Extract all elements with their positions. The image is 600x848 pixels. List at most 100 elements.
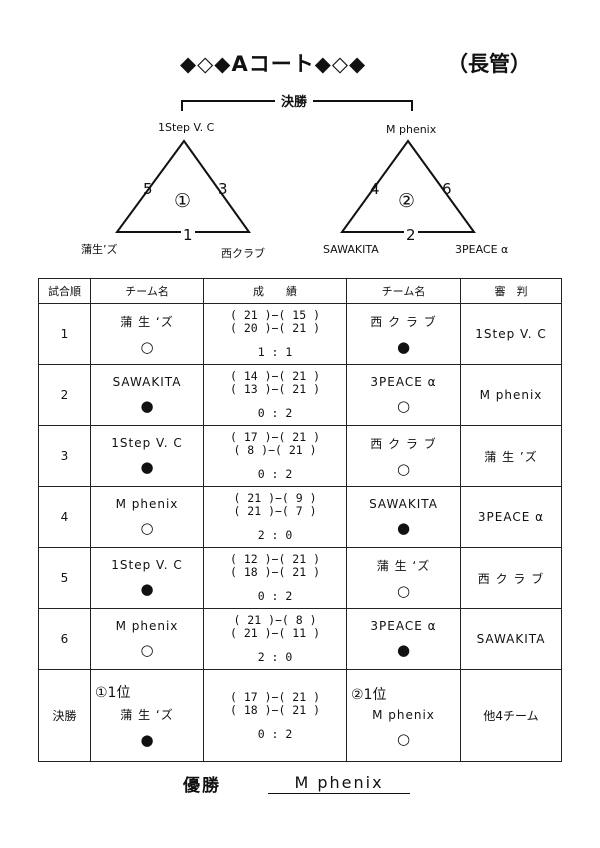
set1-score: ( 12 )−( 21 ) <box>229 552 320 566</box>
set2-score: ( 18 )−( 21 ) <box>229 565 320 579</box>
match-total: 0 : 2 <box>257 406 293 420</box>
referee-cell: 1Step V. C <box>460 303 562 365</box>
set1-score: ( 21 )−( 15 ) <box>229 308 320 322</box>
match-total: 0 : 2 <box>257 589 293 603</box>
referee-cell: 3PEACE α <box>460 486 562 548</box>
table-row: 6 M phenix○ ( 21 )−( 8 )( 21 )−( 11 )2 :… <box>38 608 562 670</box>
group1-edge-left: 5 <box>143 180 153 198</box>
set1-score: ( 14 )−( 21 ) <box>229 369 320 383</box>
final-score-cell: ( 17 )−( 21 )( 18 )−( 21 ) 0 : 2 <box>203 669 347 762</box>
set2-score: ( 8 )−( 21 ) <box>233 443 317 457</box>
result-mark: ○ <box>140 519 154 537</box>
set2-score: ( 21 )−( 11 ) <box>229 626 320 640</box>
table-row: 1 蒲 生 ‘ズ ○ ( 21 )−( 15 )( 20 )−( 21 ) 1 : … <box>38 303 562 365</box>
match-total: 1 : 1 <box>257 345 293 359</box>
page-title: ◆◇◆Aコート◆◇◆ <box>180 52 367 76</box>
table-row: 3 1Step V. C● ( 17 )−( 21 )( 8 )−( 21 )0… <box>38 425 562 487</box>
final-team2-cell: ②1位 M phenix ○ <box>346 669 461 762</box>
group1-edge-right: 3 <box>218 180 228 198</box>
group1-top-team: 1Step V. C <box>158 121 215 134</box>
group2-triangle <box>340 139 476 233</box>
header-team2: チーム名 <box>346 278 461 304</box>
group2-edge-left: 4 <box>370 180 380 198</box>
final-label: 決勝 <box>275 91 314 110</box>
result-mark: ● <box>396 337 411 356</box>
result-mark: ● <box>140 580 154 598</box>
team1-name: 蒲 生 ‘ズ <box>120 314 174 329</box>
header-score: 成 績 <box>203 278 347 304</box>
final-team2-name: M phenix <box>372 707 435 722</box>
match-order: 2 <box>38 364 91 426</box>
header-referee: 審 判 <box>460 278 562 304</box>
score-cell: ( 14 )−( 21 )( 13 )−( 21 )0 : 2 <box>203 364 347 426</box>
team2-name: 3PEACE α <box>370 619 437 633</box>
page-subtitle: （長管） <box>447 52 531 76</box>
group1-number: ① <box>174 190 192 212</box>
team1-name: 1Step V. C <box>111 436 183 450</box>
match-order: 6 <box>38 608 91 670</box>
result-mark: ● <box>396 641 411 659</box>
team1-name: SAWAKITA <box>112 375 182 389</box>
match-order: 3 <box>38 425 91 487</box>
result-mark: ● <box>140 731 154 749</box>
team1-cell: M phenix○ <box>90 608 204 670</box>
team2-cell: SAWAKITA ● <box>346 486 461 548</box>
result-mark: ○ <box>396 397 411 415</box>
team1-cell: M phenix○ <box>90 486 204 548</box>
team1-cell: 蒲 生 ‘ズ ○ <box>90 303 204 365</box>
set2-score: ( 20 )−( 21 ) <box>229 321 320 335</box>
group2-number: ② <box>398 190 416 212</box>
final-set2-score: ( 18 )−( 21 ) <box>229 702 320 717</box>
team1-cell: 1Step V. C● <box>90 425 204 487</box>
score-cell: ( 21 )−( 8 )( 21 )−( 11 )2 : 0 <box>203 608 347 670</box>
result-mark: ○ <box>396 459 411 478</box>
final-seed2: ②1位 <box>351 686 387 703</box>
match-total: 2 : 0 <box>257 528 293 542</box>
result-mark: ○ <box>140 641 154 659</box>
referee-cell: 蒲 生 ’ズ <box>460 425 562 487</box>
header-order: 試合順 <box>38 278 91 304</box>
team2-name: 西 ク ラ ブ <box>370 436 437 451</box>
team2-cell: 蒲 生 ‘ズ ○ <box>346 547 461 609</box>
team2-cell: 3PEACE α ● <box>346 608 461 670</box>
match-total: 2 : 0 <box>257 650 293 664</box>
result-mark: ○ <box>140 337 154 356</box>
referee-cell: M phenix <box>460 364 562 426</box>
team2-name: 西 ク ラ ブ <box>370 314 437 329</box>
winner-name: M phenix <box>268 773 410 794</box>
bracket-diagram <box>115 100 476 233</box>
result-mark: ○ <box>396 581 411 600</box>
final-seed1: ①1位 <box>95 685 131 701</box>
score-cell: ( 17 )−( 21 )( 8 )−( 21 )0 : 2 <box>203 425 347 487</box>
team2-name: 3PEACE α <box>370 375 437 389</box>
final-team1-name: 蒲 生 ‘ズ <box>120 708 174 722</box>
referee-cell: SAWAKITA <box>460 608 562 670</box>
set1-score: ( 21 )−( 9 ) <box>233 491 317 505</box>
table-row: 2 SAWAKITA ● ( 14 )−( 21 )( 13 )−( 21 )0 … <box>38 364 562 426</box>
table-row: 5 1Step V. C● ( 12 )−( 21 )( 18 )−( 21 )… <box>38 547 562 609</box>
team2-cell: 西 ク ラ ブ ○ <box>346 425 461 487</box>
match-order: 1 <box>38 303 91 365</box>
group2-right-team: 3PEACE α <box>455 243 509 256</box>
final-total: 0 : 2 <box>257 726 293 741</box>
referee-cell: 西 ク ラ ブ <box>460 547 562 609</box>
result-mark: ● <box>140 397 154 415</box>
final-referee-cell: 他4チーム <box>460 669 562 762</box>
score-cell: ( 21 )−( 15 )( 20 )−( 21 ) 1 : 1 <box>203 303 347 365</box>
match-order: 5 <box>38 547 91 609</box>
final-team1-cell: ①1位蒲 生 ‘ズ ● <box>90 669 204 762</box>
team2-cell: 3PEACE α ○ <box>346 364 461 426</box>
match-order: 4 <box>38 486 91 548</box>
score-cell: ( 12 )−( 21 )( 18 )−( 21 ) 0 : 2 <box>203 547 347 609</box>
final-set1-score: ( 17 )−( 21 ) <box>229 689 320 704</box>
team2-name: 蒲 生 ‘ズ <box>376 558 431 573</box>
group1-triangle <box>115 139 251 233</box>
result-mark: ○ <box>396 729 411 748</box>
group1-left-team: 蒲生’ズ <box>81 243 118 256</box>
final-order: 決勝 <box>38 669 91 762</box>
result-mark: ● <box>396 519 411 537</box>
header-team1: チーム名 <box>90 278 204 304</box>
table-header-row: 試合順 チーム名 成 績 チーム名 審 判 <box>38 278 562 304</box>
group2-left-team: SAWAKITA <box>323 243 379 256</box>
team2-name: SAWAKITA <box>369 497 438 511</box>
